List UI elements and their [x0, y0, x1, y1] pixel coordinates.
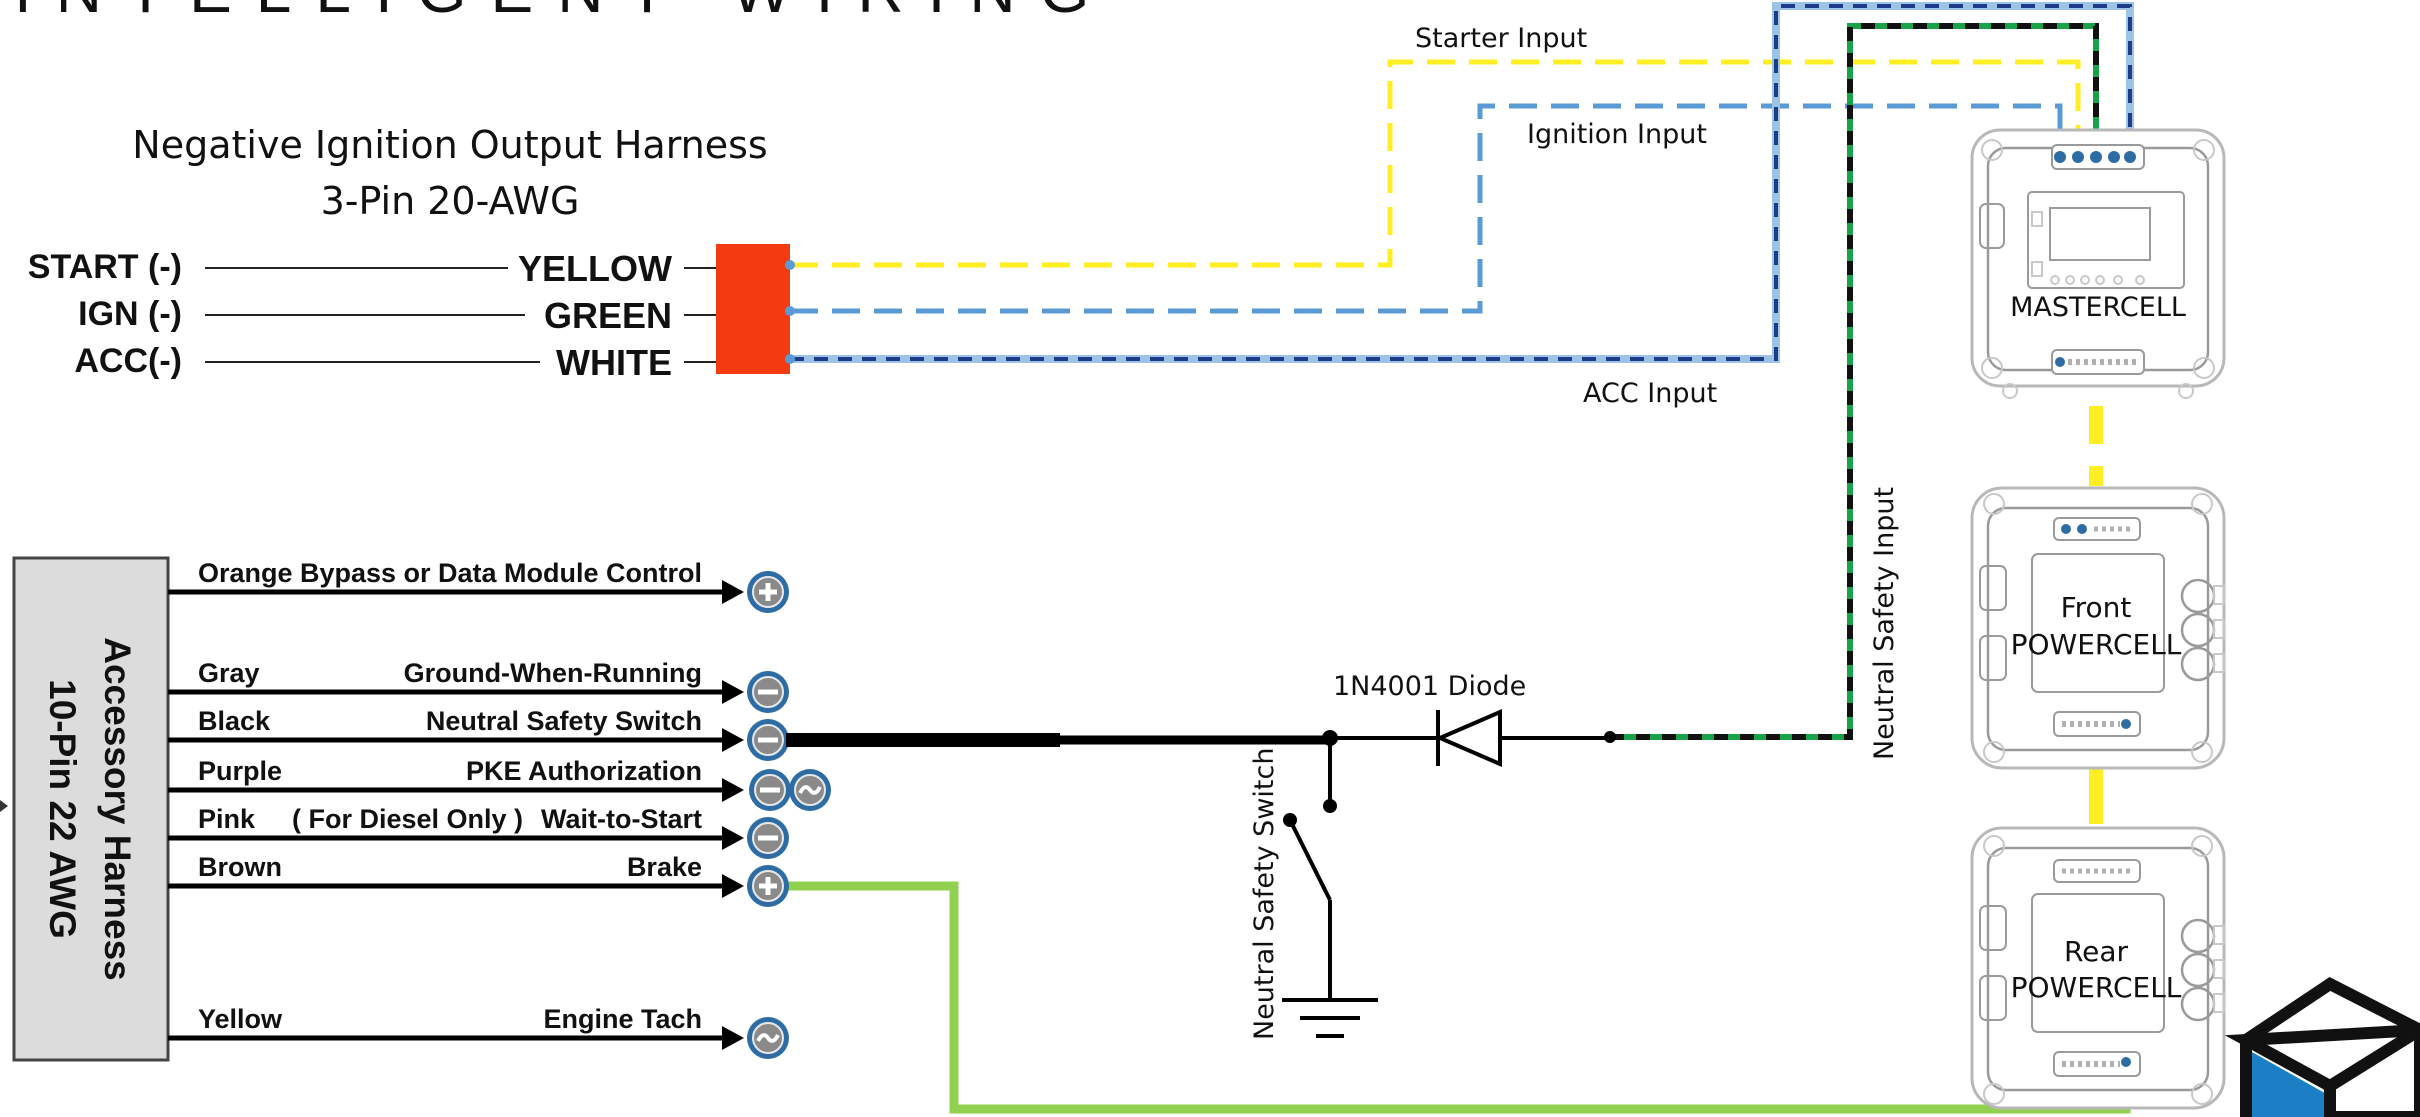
front-powercell-label-2: POWERCELL: [2011, 628, 2182, 661]
mastercell-module: MASTERCELL: [1970, 128, 2226, 399]
neutral-safety-input-wire: [1610, 23, 2099, 740]
wire-function-label: PKE Authorization: [466, 756, 702, 786]
arrow-head-icon: [722, 778, 744, 802]
negative-harness-title-2: 3-Pin 20-AWG: [321, 179, 580, 223]
wire-function-label: Wait-to-Start: [541, 804, 702, 834]
wire-color-label: Orange: [198, 558, 293, 588]
pin-color-yellow: YELLOW: [518, 248, 672, 289]
switch-symbol: [1283, 738, 1337, 1000]
accessory-harness-title-1: Accessory Harness: [97, 637, 138, 981]
accessory-wire-row: Gray Ground-When-Running: [168, 658, 744, 704]
pin-signal-start: START (-): [28, 248, 182, 286]
switch-label: Neutral Safety Switch: [1249, 748, 1280, 1040]
rear-powercell-label-1: Rear: [2064, 935, 2129, 968]
wire-color-label: Pink: [198, 804, 256, 834]
wire-function-label: Brake: [627, 852, 702, 882]
minus-terminal-icon: [747, 719, 789, 761]
minus-terminal-icon: [747, 817, 789, 859]
front-powercell-module: Front POWERCELL: [1970, 486, 2226, 770]
neutral-safety-circuit: 1N4001 Diode Neutral Safety Switch: [786, 671, 1616, 1040]
arrow-head-icon: [722, 874, 744, 898]
accessory-wire-row: Pink Wait-to-Start ( For Diesel Only ): [168, 804, 744, 850]
brand-logo: [2224, 977, 2420, 1117]
negative-harness-connector: [716, 244, 795, 374]
brake-wire: [786, 881, 2131, 1114]
rear-powercell-module: Rear POWERCELL: [1970, 826, 2226, 1110]
accessory-harness-title-2: 10-Pin 22 AWG: [42, 679, 83, 939]
wire-color-label: Brown: [198, 852, 282, 882]
wire-color-label: Purple: [198, 756, 282, 786]
accessory-wire-row: Brown Brake: [168, 852, 744, 898]
wire-color-label: Gray: [198, 658, 260, 688]
wire-function-label: Ground-When-Running: [404, 658, 702, 688]
accessory-wire-row: Yellow Engine Tach: [168, 1004, 744, 1050]
diode-label: 1N4001 Diode: [1333, 671, 1526, 702]
pin-color-green: GREEN: [544, 295, 672, 336]
wire-function-label: Neutral Safety Switch: [426, 706, 702, 736]
wire-function-label: Bypass or Data Module Control: [300, 558, 702, 588]
ground-symbol: [1282, 998, 1378, 1038]
arrow-head-icon: [722, 728, 744, 752]
accessory-wire-row: Black Neutral Safety Switch: [168, 706, 744, 752]
ac-terminal-icon: [747, 1017, 789, 1059]
neutral-safety-input-label: Neutral Safety Input: [1869, 487, 1900, 760]
arrow-head-icon: [722, 1026, 744, 1050]
accessory-wire-row: Purple PKE Authorization: [168, 756, 744, 802]
wire-color-label: Yellow: [198, 1004, 283, 1034]
arrow-head-icon: [722, 680, 744, 704]
minus-terminal-icon: [747, 671, 789, 713]
acc-input-wire: [790, 2, 2134, 363]
negative-harness-title-1: Negative Ignition Output Harness: [132, 123, 767, 167]
arrow-head-icon: [722, 580, 744, 604]
pin-signal-acc: ACC(-): [74, 342, 182, 380]
rear-powercell-label-2: POWERCELL: [2011, 971, 2182, 1004]
diode-symbol: [1434, 708, 1502, 768]
wire-function-label: Engine Tach: [543, 1004, 702, 1034]
header-title: INTELLIGENT WIRING: [14, 0, 1113, 26]
wire-color-label: Black: [198, 706, 271, 736]
wire-note-label: ( For Diesel Only ): [292, 804, 523, 834]
starter-input-wire: [790, 59, 2081, 268]
mastercell-label: MASTERCELL: [2010, 292, 2186, 323]
ignition-input-wire: [790, 103, 2063, 314]
plus-terminal-icon: [747, 865, 789, 907]
ac-terminal-icon: [789, 769, 831, 811]
front-powercell-label-1: Front: [2061, 591, 2132, 624]
ignition-input-label: Ignition Input: [1527, 119, 1707, 150]
minus-terminal-icon: [749, 769, 791, 811]
pin-signal-ign: IGN (-): [78, 295, 182, 333]
starter-input-label: Starter Input: [1415, 23, 1587, 54]
accessory-harness-block: Accessory Harness 10-Pin 22 AWG: [0, 556, 170, 1062]
pin-color-white: WHITE: [556, 342, 672, 383]
acc-input-label: ACC Input: [1583, 378, 1717, 409]
arrow-head-icon: [722, 826, 744, 850]
plus-terminal-icon: [747, 571, 789, 613]
